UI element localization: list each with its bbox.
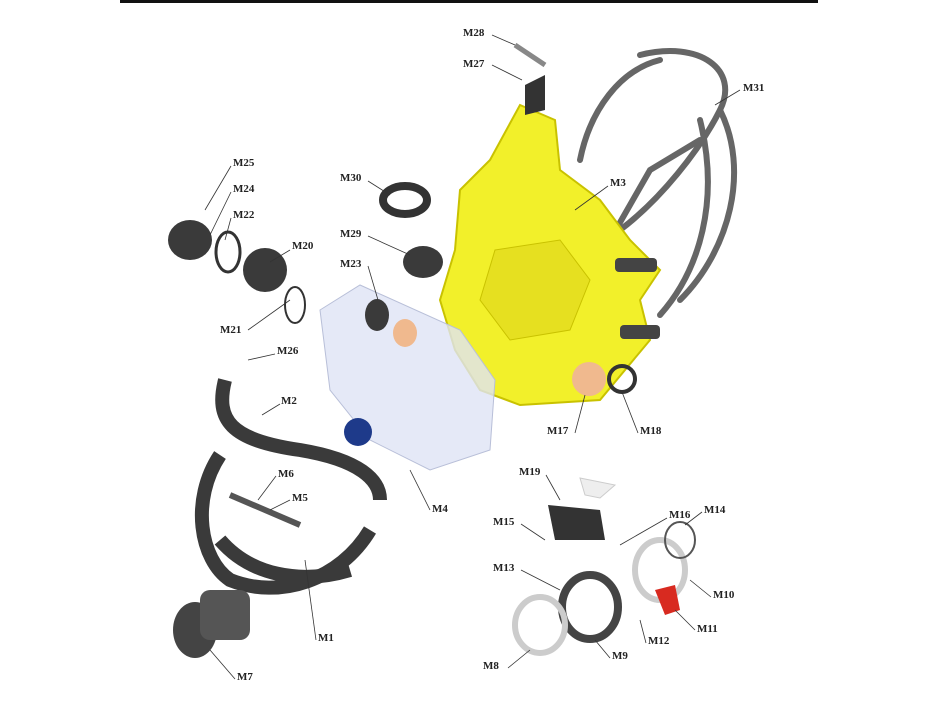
label-m11: M11 (697, 623, 718, 635)
visor (319, 284, 496, 471)
label-m14: M14 (704, 504, 726, 516)
label-m22: M22 (233, 209, 255, 221)
label-m17: M17 (547, 425, 569, 437)
label-m15: M15 (493, 516, 515, 528)
logo-badge (344, 418, 372, 446)
strap-buckle (615, 258, 657, 272)
label-m4: M4 (432, 503, 448, 515)
label-m25: M25 (233, 157, 255, 169)
label-m20: M20 (292, 240, 314, 252)
label-m10: M10 (713, 589, 735, 601)
label-m9: M9 (612, 650, 628, 662)
label-m6: M6 (278, 468, 294, 480)
label-m19: M19 (519, 466, 541, 478)
label-m18: M18 (640, 425, 662, 437)
label-m13: M13 (493, 562, 515, 574)
label-m5: M5 (292, 492, 308, 504)
label-m28: M28 (463, 27, 485, 39)
outlet-parts (168, 42, 637, 658)
label-m26: M26 (277, 345, 299, 357)
valve-parts (512, 477, 696, 656)
label-m7: M7 (237, 671, 253, 683)
label-m3: M3 (610, 177, 626, 189)
label-m2: M2 (281, 395, 297, 407)
label-m30: M30 (340, 172, 362, 184)
frame-parts (194, 378, 387, 595)
strap-buckle (620, 325, 660, 339)
label-m21: M21 (220, 324, 242, 336)
label-m27: M27 (463, 58, 485, 70)
label-m24: M24 (233, 183, 255, 195)
label-m29: M29 (340, 228, 362, 240)
label-m16: M16 (669, 509, 691, 521)
label-m1: M1 (318, 632, 334, 644)
leader-lines (204, 34, 741, 680)
label-m8: M8 (483, 660, 499, 672)
label-m31: M31 (743, 82, 765, 94)
mask-body (438, 103, 662, 407)
label-m12: M12 (648, 635, 670, 647)
top-divider (120, 0, 818, 3)
label-m23: M23 (340, 258, 362, 270)
head-harness (577, 48, 738, 318)
